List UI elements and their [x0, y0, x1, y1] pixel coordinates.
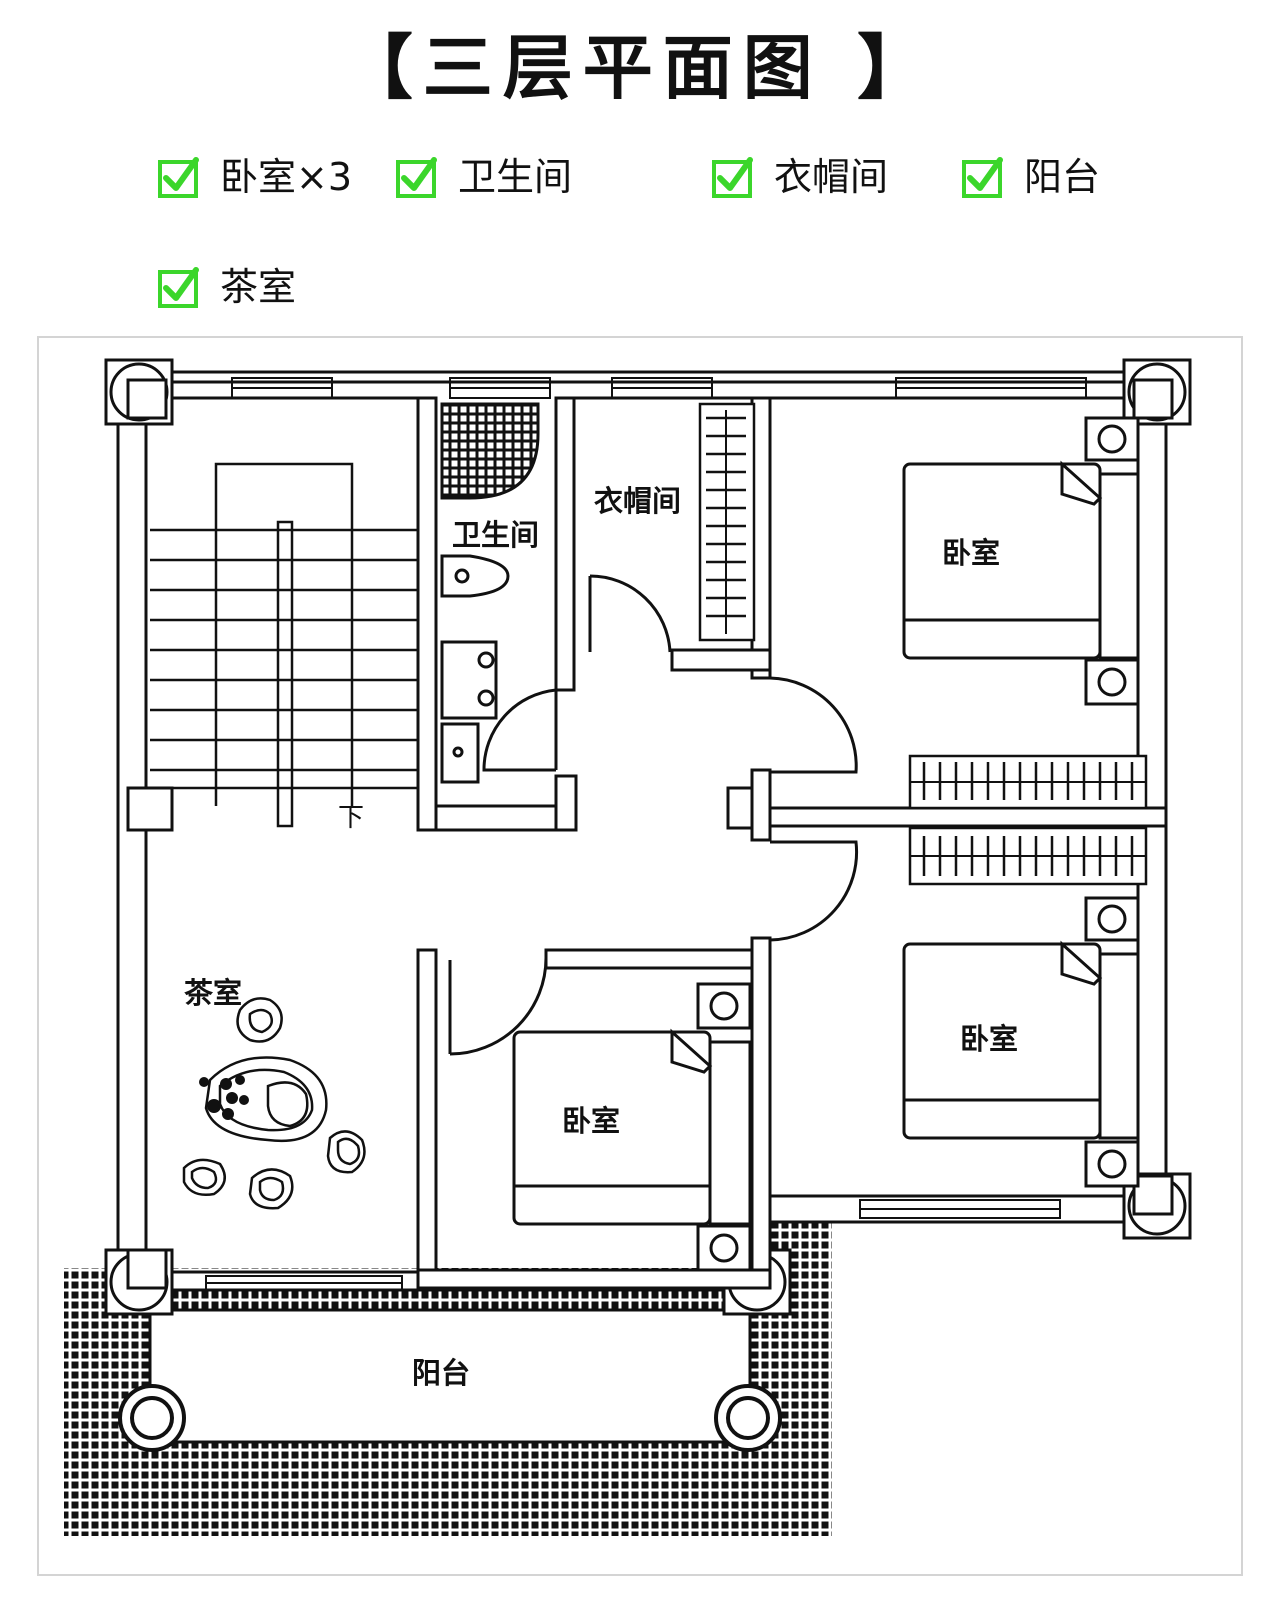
balcony-tile-floor	[64, 1215, 832, 1536]
checkbox-checked-icon	[962, 156, 1004, 198]
checkbox-checked-icon	[396, 156, 438, 198]
feature-balcony: 阳台	[962, 152, 1100, 202]
stair-direction-label: 下	[338, 803, 364, 833]
room-label-tea-room: 茶室	[184, 976, 243, 1010]
tea-room-rock-garden	[182, 997, 366, 1210]
closet-rack	[698, 402, 756, 642]
bathroom-fixtures	[440, 402, 540, 784]
feature-bathroom: 卫生间	[396, 152, 572, 202]
checkbox-checked-icon	[712, 156, 754, 198]
closet-hangers	[706, 416, 746, 618]
room-label-bedroom-upper-right: 卧室	[942, 536, 1001, 570]
feature-label: 卧室×3	[220, 155, 353, 199]
checkbox-checked-icon	[158, 156, 200, 198]
wardrobe-upper	[908, 754, 1148, 810]
bed-upper-right	[902, 416, 1140, 706]
room-label-bathroom: 卫生间	[452, 518, 540, 552]
checkbox-checked-icon	[158, 266, 200, 308]
feature-label: 阳台	[1024, 155, 1101, 199]
bed-lower-right	[902, 896, 1140, 1188]
feature-label: 衣帽间	[774, 155, 889, 199]
room-label-bedroom-middle: 卧室	[562, 1104, 621, 1138]
interior-walls	[416, 396, 1168, 1290]
feature-label: 卫生间	[458, 155, 573, 199]
feature-closet: 衣帽间	[712, 152, 888, 202]
floor-plan-frame	[37, 336, 1243, 1576]
tea-room-pebbles	[199, 1075, 249, 1120]
wardrobe-lower	[908, 826, 1148, 886]
bed-middle	[512, 982, 752, 1272]
doors	[448, 574, 859, 1056]
room-label-balcony: 阳台	[412, 1356, 471, 1390]
room-label-bedroom-lower-right: 卧室	[960, 1022, 1019, 1056]
feature-bedrooms: 卧室×3	[158, 152, 352, 202]
page-title: 【三层平面图 】	[342, 27, 938, 109]
wardrobe-hangers	[922, 762, 1134, 876]
room-label-closet: 衣帽间	[594, 484, 682, 518]
feature-label: 茶室	[220, 265, 297, 309]
staircase	[150, 462, 418, 828]
balcony-columns	[118, 1384, 782, 1452]
feature-tea-room: 茶室	[158, 262, 296, 312]
